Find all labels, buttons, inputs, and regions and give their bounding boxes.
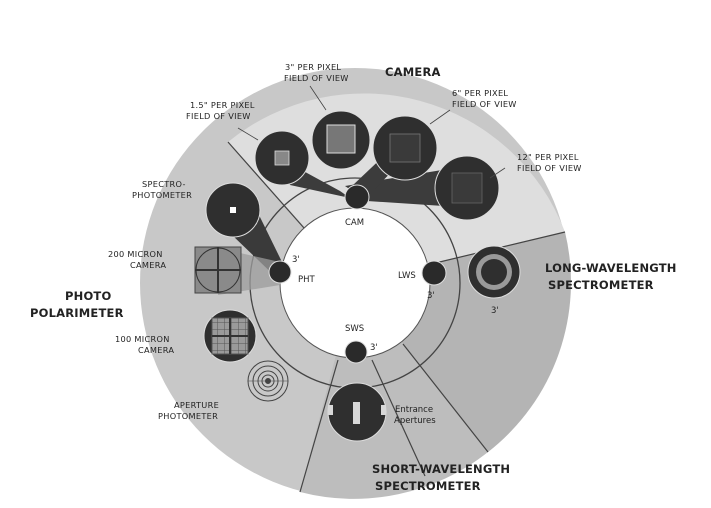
- sws-aperture: [344, 340, 368, 364]
- pht-angle: 3': [292, 255, 300, 265]
- lws-angle-small: 3': [427, 291, 435, 301]
- pht-aperture: [268, 260, 292, 284]
- sws-title-line1: SHORT-WAVELENGTH: [372, 462, 510, 476]
- lws-aperture: [421, 260, 447, 286]
- fov-6-line2: FIELD OF VIEW: [452, 99, 517, 109]
- lws-title-line1: LONG-WAVELENGTH: [545, 261, 677, 275]
- sws-angle: 3': [370, 343, 378, 353]
- pht-mode-100-line2: CAMERA: [138, 345, 174, 355]
- entrance-line1: Entrance: [395, 405, 433, 415]
- fov-3-line1: 3" PER PIXEL: [285, 62, 341, 72]
- fov-12-line2: FIELD OF VIEW: [517, 163, 582, 173]
- fov-12-line1: 12" PER PIXEL: [517, 152, 579, 162]
- entrance-line2: Apertures: [394, 416, 436, 426]
- pht-label: PHT: [298, 275, 316, 285]
- lws-label: LWS: [398, 271, 416, 281]
- sector-dividers: [227, 141, 566, 493]
- fov-1-5-line2: FIELD OF VIEW: [186, 111, 251, 121]
- sws-label: SWS: [345, 324, 364, 334]
- sws-title-line2: SPECTROMETER: [375, 479, 481, 493]
- pht-mode-100-line1: 100 MICRON: [115, 334, 170, 344]
- fov-3-line2: FIELD OF VIEW: [284, 73, 349, 83]
- aperture-photometer-target: [247, 360, 289, 402]
- pht-mode-200-line2: CAMERA: [130, 260, 166, 270]
- cam-label: CAM: [345, 218, 364, 228]
- leader-lines: [237, 85, 506, 179]
- cam-aperture: [344, 184, 370, 210]
- pht-title-line2: POLARIMETER: [30, 306, 124, 320]
- pht-mode-spectro-line1: SPECTRO-: [142, 179, 186, 189]
- fov-6-line1: 6" PER PIXEL: [452, 88, 508, 98]
- camera-title: CAMERA: [385, 65, 441, 79]
- pht-mode-aperture-line1: APERTURE: [174, 400, 219, 410]
- pht-mode-spectro-line2: PHOTOMETER: [132, 190, 192, 200]
- pht-mode-aperture-line2: PHOTOMETER: [158, 411, 218, 421]
- pht-title-line1: PHOTO: [65, 289, 111, 303]
- lws-angle-big: 3': [491, 306, 499, 316]
- fov-1-5-line1: 1.5" PER PIXEL: [190, 100, 255, 110]
- pht-mode-200-line1: 200 MICRON: [108, 249, 163, 259]
- lws-title-line2: SPECTROMETER: [548, 278, 654, 292]
